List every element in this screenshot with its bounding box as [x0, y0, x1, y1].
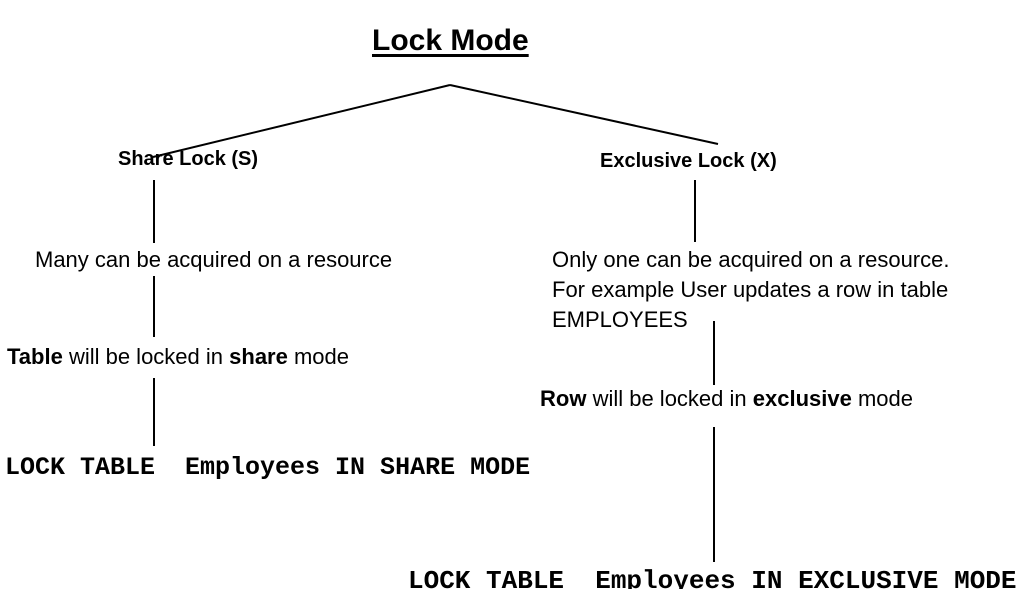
- exclusive-lock-sql-statement: LOCK TABLE Employees IN EXCLUSIVE MODE: [408, 566, 1017, 589]
- share-lock-sql-statement: LOCK TABLE Employees IN SHARE MODE: [5, 453, 531, 482]
- diagram-title: Lock Mode: [372, 24, 529, 57]
- share-lock-rule: Table will be locked in share mode: [7, 344, 350, 369]
- exclusive-lock-label: Exclusive Lock (X): [600, 150, 777, 172]
- exclusive-lock-description: Only one can be acquired on a resource. …: [552, 247, 950, 332]
- exclusive-lock-rule: Row will be locked in exclusive mode: [540, 386, 913, 411]
- share-lock-description: Many can be acquired on a resource: [35, 247, 393, 272]
- share-lock-label: Share Lock (S): [118, 148, 259, 170]
- branch-line-right: [449, 84, 719, 145]
